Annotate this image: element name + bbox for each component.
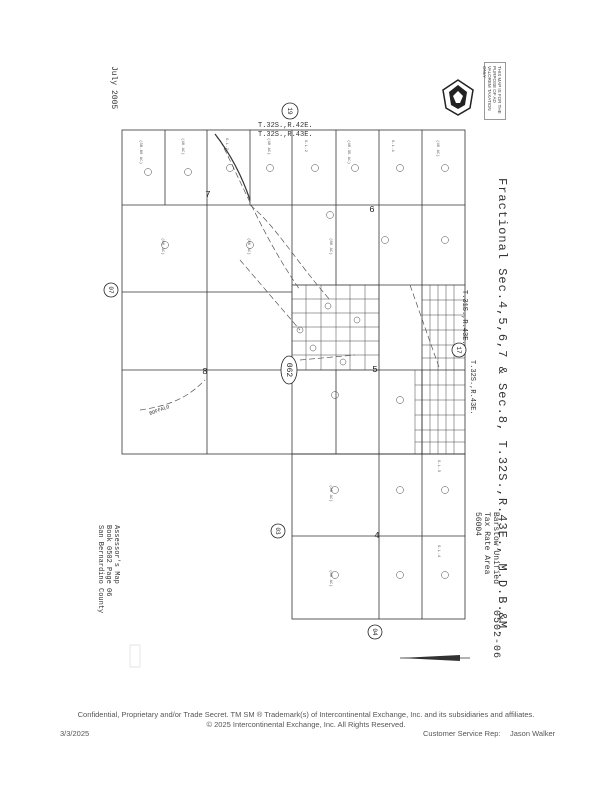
book-circle-label: 17 (455, 346, 462, 354)
section-label: 5 (372, 365, 377, 375)
svg-text:(80 AC): (80 AC) (246, 238, 251, 255)
section-label: 4 (374, 531, 379, 541)
footer-notice-2: © 2025 Intercontinental Exchange, Inc. A… (206, 720, 406, 729)
svg-text:(80 AC): (80 AC) (328, 570, 333, 587)
svg-text:(80 AC): (80 AC) (328, 485, 333, 502)
footer-date: 3/3/2025 (60, 729, 90, 738)
svg-text:G.L.1: G.L.1 (390, 140, 394, 153)
county-seal-icon (442, 79, 474, 116)
sheet-number: 0502-06 (490, 610, 501, 660)
county-label: San Bernardino County (96, 525, 104, 614)
book-circle-label: 04 (371, 628, 378, 636)
book-circle-label: 03 (274, 527, 281, 535)
township-label: T.32S.,R.42E. (258, 122, 313, 130)
tra-number: 56004 (473, 512, 482, 537)
footer-rep-name: Jason Walker (510, 729, 556, 738)
svg-text:(40 AC): (40 AC) (435, 140, 440, 157)
section-label: 6 (369, 205, 374, 215)
school-district: Barstow Unified (491, 512, 500, 585)
section-label: 7 (205, 190, 210, 200)
tax-rate-area-label: Tax Rate Area (482, 512, 491, 575)
north-arrow-icon (400, 655, 470, 661)
footer-notice-1: Confidential, Proprietary and/or Trade S… (77, 710, 535, 719)
svg-text:(38.80 AC): (38.80 AC) (138, 140, 143, 164)
book-circle-label: 19 (286, 107, 293, 115)
township-label: T.32S.,R.43E. (258, 131, 313, 139)
township-label: T.32S.,R.43E. (468, 360, 476, 415)
svg-text:G.L.2: G.L.2 (303, 140, 307, 153)
svg-text:(40 AC): (40 AC) (180, 138, 185, 155)
ad-valorem-stamp: THIS MAP IS FOR THE PURPOSE OF AD VALORE… (482, 62, 506, 120)
svg-text:(80 AC): (80 AC) (328, 238, 333, 255)
svg-text:(80 AC): (80 AC) (160, 238, 165, 255)
township-label: T.31S.,R.43E. (460, 290, 468, 345)
svg-text:(40.35 AC): (40.35 AC) (346, 140, 351, 164)
book-circle-label: 07 (107, 286, 114, 294)
book-page-label: Book 0502 Page 06 (104, 525, 112, 597)
assessor-map-label: Assessor's Map (112, 525, 120, 584)
section-label: 8 (202, 367, 207, 377)
page-oval-label: 062 (284, 363, 293, 378)
svg-text:G.L.3: G.L.3 (436, 460, 440, 473)
svg-text:(40 AC): (40 AC) (266, 138, 271, 155)
svg-text:G.L.4: G.L.4 (436, 545, 440, 558)
footer-rep-label: Customer Service Rep: (423, 729, 501, 738)
svg-text:G.L.2: G.L.2 (224, 138, 228, 151)
